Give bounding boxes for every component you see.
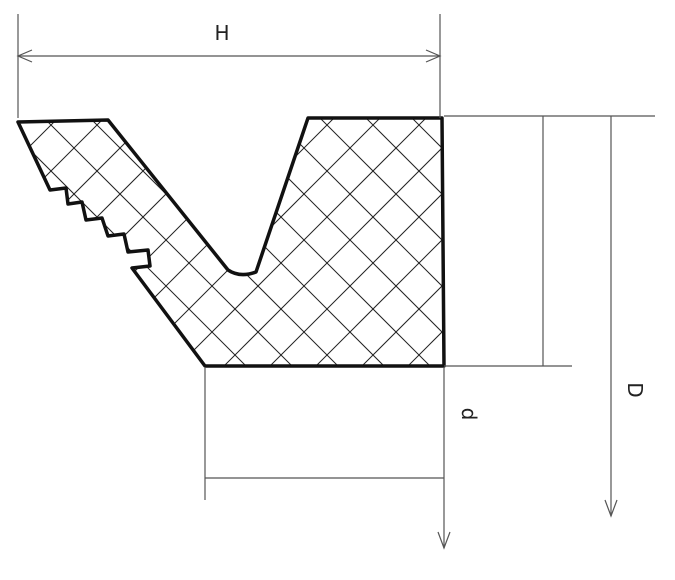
height-dimension: H [16, 14, 442, 118]
height-label: H [214, 21, 229, 45]
hatch-line [466, 80, 675, 400]
hatch-line [0, 80, 4, 400]
hatch-line [604, 80, 675, 400]
hatch-line [419, 118, 444, 366]
hatch-line [235, 118, 444, 366]
hatch-line [373, 118, 444, 366]
outer-diameter-label: D [623, 382, 647, 397]
hatch-line [558, 80, 675, 400]
hatch-line [18, 118, 235, 366]
hatch-line [512, 80, 675, 400]
hatch-line [419, 118, 444, 366]
hatch-line [650, 80, 675, 400]
hatch-line [650, 80, 675, 400]
hatch-line [18, 118, 143, 366]
hatch-line [0, 80, 4, 400]
profile-height-dimension [444, 115, 655, 367]
hatch-line [327, 118, 444, 366]
inner-diameter-dimension: d [204, 368, 481, 550]
hatch-line [18, 118, 51, 366]
hatch-line [512, 80, 675, 400]
hatch-line [18, 118, 97, 366]
hatch-line [604, 80, 675, 400]
seal-profile-outline [16, 116, 446, 368]
hatch-line [327, 118, 444, 366]
hatch-line [189, 118, 444, 366]
hatch-line [18, 118, 51, 366]
hatch-line [18, 118, 235, 366]
outer-diameter-dimension: D [604, 116, 647, 518]
hatch-line [373, 118, 444, 366]
hatch-line [466, 80, 675, 400]
cross-hatching [0, 80, 675, 400]
hatch-line [143, 118, 444, 366]
inner-diameter-label: d [457, 408, 481, 421]
hatch-line [558, 80, 675, 400]
